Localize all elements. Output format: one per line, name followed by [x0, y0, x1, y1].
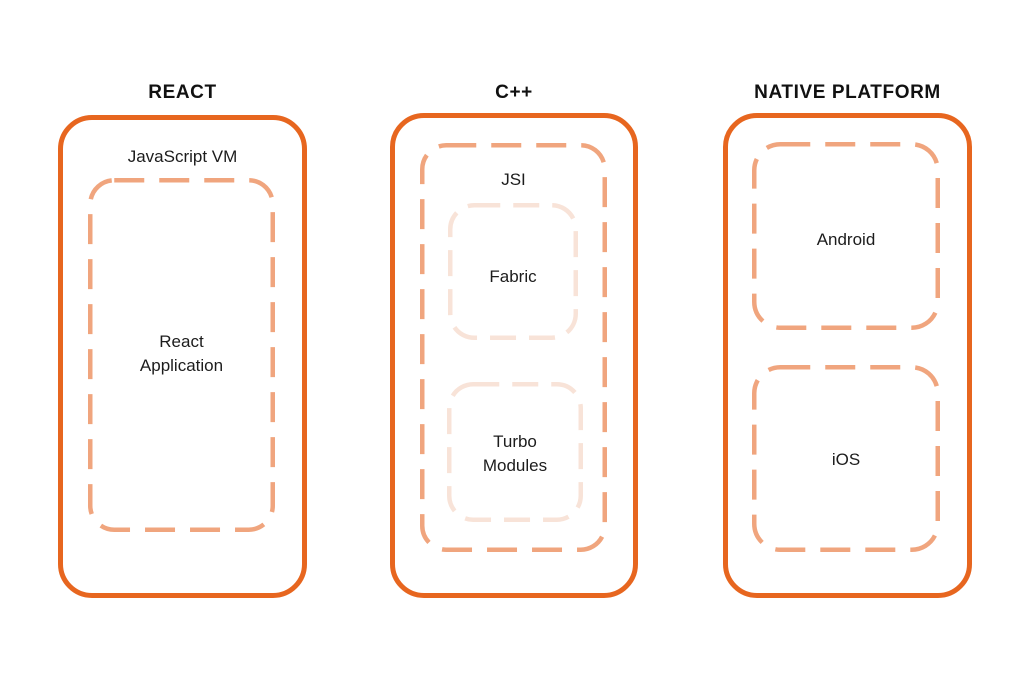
android-label: Android: [816, 230, 876, 249]
column-title-native-platform: NATIVE PLATFORM: [754, 82, 941, 103]
column-title-cpp: C++: [495, 82, 533, 103]
javascript-vm-box: [88, 178, 275, 532]
ios-label: iOS: [831, 450, 861, 469]
turbo-modules-box: [447, 382, 583, 522]
column-title-react: REACT: [148, 82, 217, 103]
fabric-label: Fabric: [489, 267, 537, 286]
react-container-box: [58, 115, 307, 598]
ios-box: [752, 365, 940, 552]
jsi-box: [420, 143, 607, 552]
react-application-label: React Application: [139, 332, 224, 375]
fabric-box: [448, 203, 578, 340]
native-platform-container-box: [723, 113, 972, 598]
android-box: [752, 142, 940, 330]
javascript-vm-label: JavaScript VM: [127, 147, 238, 166]
jsi-label: JSI: [501, 170, 526, 189]
turbo-modules-label: Turbo Modules: [482, 432, 548, 475]
cpp-container-box: [390, 113, 638, 598]
